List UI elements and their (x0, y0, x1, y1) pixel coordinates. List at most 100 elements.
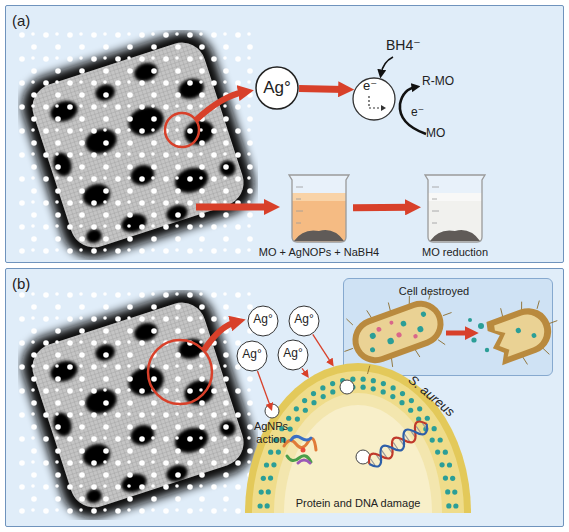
dna-helix (365, 418, 430, 470)
membrane-dot (273, 437, 278, 442)
zoom-circle (148, 340, 212, 404)
panel-label: (a) (12, 12, 30, 29)
node-label: Ag° (236, 348, 268, 362)
membrane-dot (321, 394, 326, 399)
membrane-dot (443, 476, 448, 481)
node-label: Ag° (255, 78, 299, 98)
membrane-dot (271, 462, 276, 467)
destroyed-bacterium (481, 291, 568, 373)
membrane-dot (408, 408, 413, 413)
circle-outline (289, 306, 319, 336)
porous-material (14, 284, 263, 527)
membrane-dot (258, 503, 263, 508)
reaction-curve (381, 57, 393, 74)
membrane-dot (340, 386, 345, 391)
membrane-dot (286, 416, 291, 421)
circle-outline (248, 306, 278, 336)
membrane-dot (350, 377, 355, 382)
zoom-arrow (196, 92, 244, 120)
beaker-glass (425, 175, 485, 242)
membrane-dot (361, 385, 366, 390)
membrane-dot (265, 503, 270, 508)
arrow-connector (313, 334, 331, 362)
silver-particle: Ag° (247, 305, 279, 337)
node-label: Ag° (288, 313, 320, 327)
membrane-dot (439, 462, 444, 467)
panel: (b) Ag° Ag° Ag° Ag° Cell destroyed S. aureusPr… (5, 268, 564, 527)
membrane-dot (330, 381, 335, 386)
membrane-dot (447, 462, 452, 467)
membrane-dot (452, 489, 457, 494)
membrane-dot (295, 416, 300, 421)
membrane-dot (371, 386, 376, 391)
arrow-connector (257, 371, 270, 406)
circle-outline (237, 341, 267, 371)
membrane-dot (399, 400, 404, 405)
annotation-label: e⁻ (411, 106, 424, 120)
reaction-curve (400, 87, 426, 134)
membrane-dot (311, 400, 316, 405)
panel-label: (b) (12, 275, 30, 292)
node-label: Protein and DNA damage (245, 497, 471, 510)
silver-particle: Ag° (236, 340, 268, 372)
membrane-dot (294, 406, 299, 411)
leaking-content (468, 318, 489, 352)
cell-layer (274, 393, 442, 513)
membrane-dot (261, 476, 266, 481)
nanoparticle-dot (265, 380, 370, 464)
node-label: Ag° (247, 313, 279, 327)
membrane-dot (268, 450, 273, 455)
beaker: MO + AgNOPs + NaBH4 (285, 173, 353, 243)
membrane-dot (435, 449, 440, 454)
circle-outline (353, 78, 395, 120)
membrane-dot (361, 377, 366, 382)
membrane-dots (265, 385, 452, 509)
membrane-dot (450, 476, 455, 481)
annotation-label: R-MO (422, 75, 454, 89)
annotation-label: MO (426, 127, 445, 141)
membrane-dot (381, 381, 386, 386)
node-label: Ag° (277, 347, 309, 361)
membrane-dot (400, 391, 405, 396)
node-label: MO reduction (399, 246, 511, 259)
silver-particle: Ag° (288, 305, 320, 337)
node-label: Cell destroyed (382, 285, 486, 298)
beaker-graduation (432, 187, 439, 223)
arrow-connector (302, 368, 306, 374)
membrane-dot (371, 378, 376, 383)
membrane-dot (268, 476, 273, 481)
protein-symbol (284, 436, 316, 463)
membrane-dot (390, 394, 395, 399)
bacterial-cell: S. aureusProtein and DNA damage (245, 363, 471, 513)
membrane-dot (417, 406, 422, 411)
membrane-dot (381, 389, 386, 394)
membrane-dot (259, 489, 264, 494)
electron-particle: e⁻ (352, 77, 396, 121)
membrane-dot (453, 503, 458, 508)
arrow-connector (353, 204, 411, 211)
beaker-glass (289, 175, 349, 242)
annotation-label: BH4⁻ (386, 37, 421, 53)
silver-particle: Ag° (255, 66, 299, 110)
membrane-dot (340, 378, 345, 383)
cell-layer (245, 363, 471, 513)
panel: (a) Ag° e⁻ MO + AgNOPs + NaBH4 MO reduction (5, 5, 564, 263)
inset-box: Cell destroyed (343, 278, 553, 376)
arrow-connector (299, 85, 344, 93)
bacterial-cell-shape (245, 363, 471, 513)
bacterium (334, 283, 462, 380)
membrane-dot (416, 416, 421, 421)
node-label: e⁻ (361, 79, 379, 94)
porous-material (14, 24, 263, 267)
membrane-dot (350, 385, 355, 390)
membrane-dot (288, 426, 293, 431)
electron-arrowhead (381, 105, 386, 111)
membrane-dot (432, 426, 437, 431)
membrane-dot (443, 450, 448, 455)
membrane-dot (409, 398, 414, 403)
membrane-dot (330, 389, 335, 394)
electron-path (369, 96, 382, 108)
node-label: MO + AgNOPs + NaBH4 (253, 246, 385, 259)
cell-layer (284, 405, 432, 513)
beaker-shape (285, 173, 353, 243)
